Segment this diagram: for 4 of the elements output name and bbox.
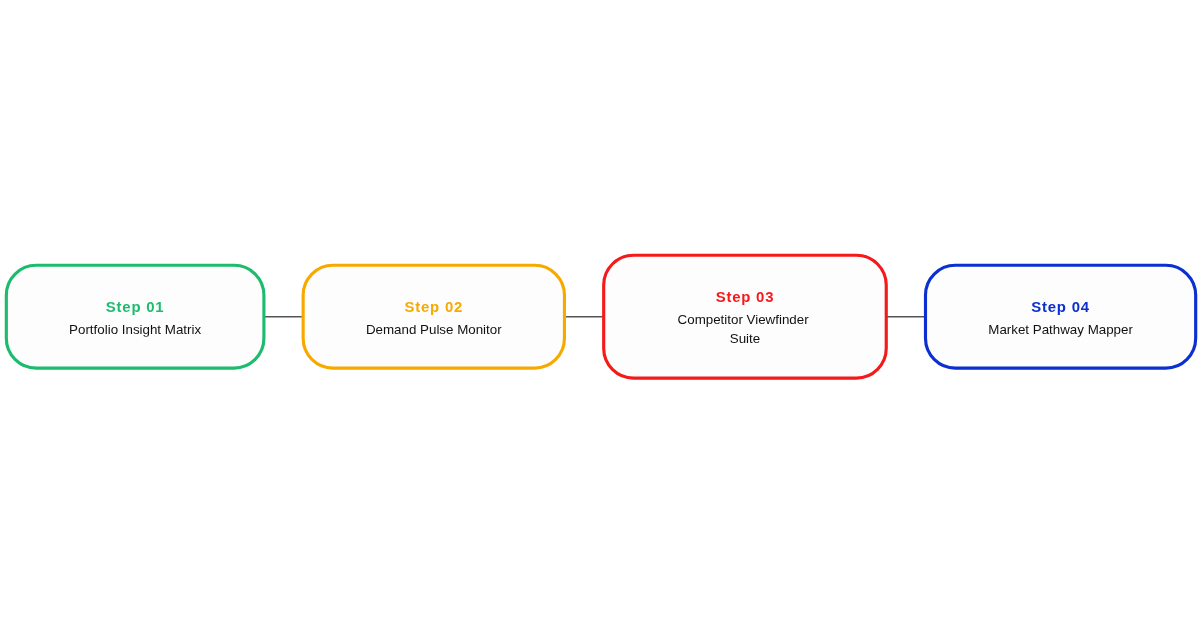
node-box: Step 04 Market Pathway Mapper — [923, 264, 1198, 370]
node-box: Step 02 Demand Pulse Monitor — [301, 264, 567, 370]
node-box: Step 01 Portfolio Insight Matrix — [4, 264, 266, 370]
node-box: Step 03 Competitor Viewfinder Suite — [602, 254, 888, 380]
